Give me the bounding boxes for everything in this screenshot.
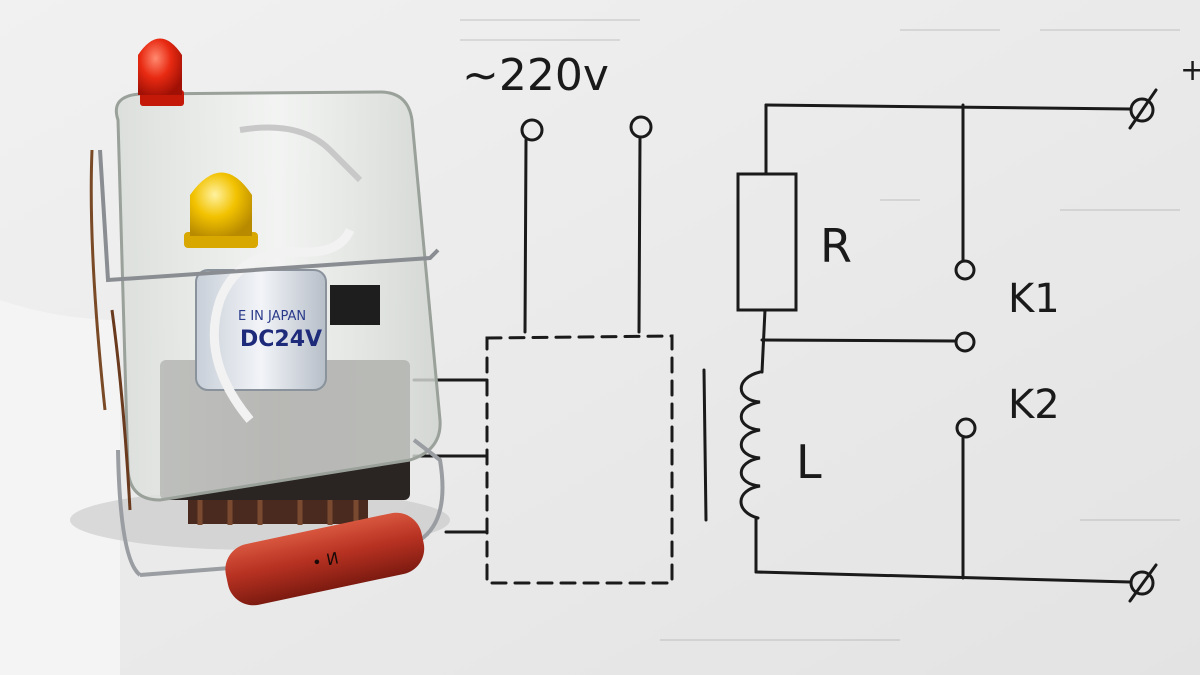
schematic-drawing xyxy=(412,88,1158,603)
relay-spring xyxy=(239,124,363,183)
inductor-symbol xyxy=(739,370,762,520)
output-terminal-top xyxy=(1129,97,1155,123)
top-rail xyxy=(764,103,1132,111)
plus-label: + xyxy=(1180,53,1200,88)
relay-pin-set xyxy=(197,500,359,525)
relay-armature xyxy=(330,285,380,325)
bottom-rail xyxy=(754,570,1132,584)
yellow-led xyxy=(184,172,258,248)
output-terminal-top-slash xyxy=(1128,88,1158,130)
contact2-label: K2 xyxy=(1008,382,1060,428)
copper-wire-left-2 xyxy=(110,309,132,511)
k1-contact-top xyxy=(954,259,976,281)
output-terminal-bottom xyxy=(1129,570,1155,596)
resistor-lead-join xyxy=(139,566,231,577)
yellow-led-dome xyxy=(190,172,252,236)
supply-terminal-1 xyxy=(520,118,544,142)
supply-label: ~220v xyxy=(462,50,609,101)
resistor-label: R xyxy=(820,219,852,273)
relay-pins xyxy=(188,500,368,524)
relay-photo: E IN JAPAN DC24V xyxy=(70,90,450,550)
resistor-lead-left xyxy=(116,449,142,577)
center-wire xyxy=(760,338,957,343)
red-led-dome xyxy=(138,38,182,95)
copper-wire-left xyxy=(89,149,107,411)
resistor-lead-right xyxy=(412,438,445,542)
inductor-label: L xyxy=(796,435,822,489)
coil-maker-label: E IN JAPAN xyxy=(238,309,306,324)
k1-contact-common xyxy=(954,331,976,353)
output-terminal-bottom-slash xyxy=(1128,563,1158,603)
axial-resistor: • И xyxy=(116,438,445,606)
relay-dashed-outline xyxy=(485,334,674,585)
coil-voltage-label: DC24V xyxy=(240,327,322,352)
supply-wire-1 xyxy=(523,138,528,334)
supply-wire-2 xyxy=(637,135,642,334)
white-table-surface xyxy=(0,300,120,675)
faint-print-texture xyxy=(460,19,1180,641)
wire-frame-top xyxy=(98,149,440,283)
inductor-core xyxy=(702,368,708,522)
k2-contact xyxy=(955,417,977,439)
white-wire xyxy=(209,227,355,423)
red-led xyxy=(138,38,184,106)
contact1-label: K1 xyxy=(1008,276,1060,322)
resistor-body xyxy=(225,512,425,606)
